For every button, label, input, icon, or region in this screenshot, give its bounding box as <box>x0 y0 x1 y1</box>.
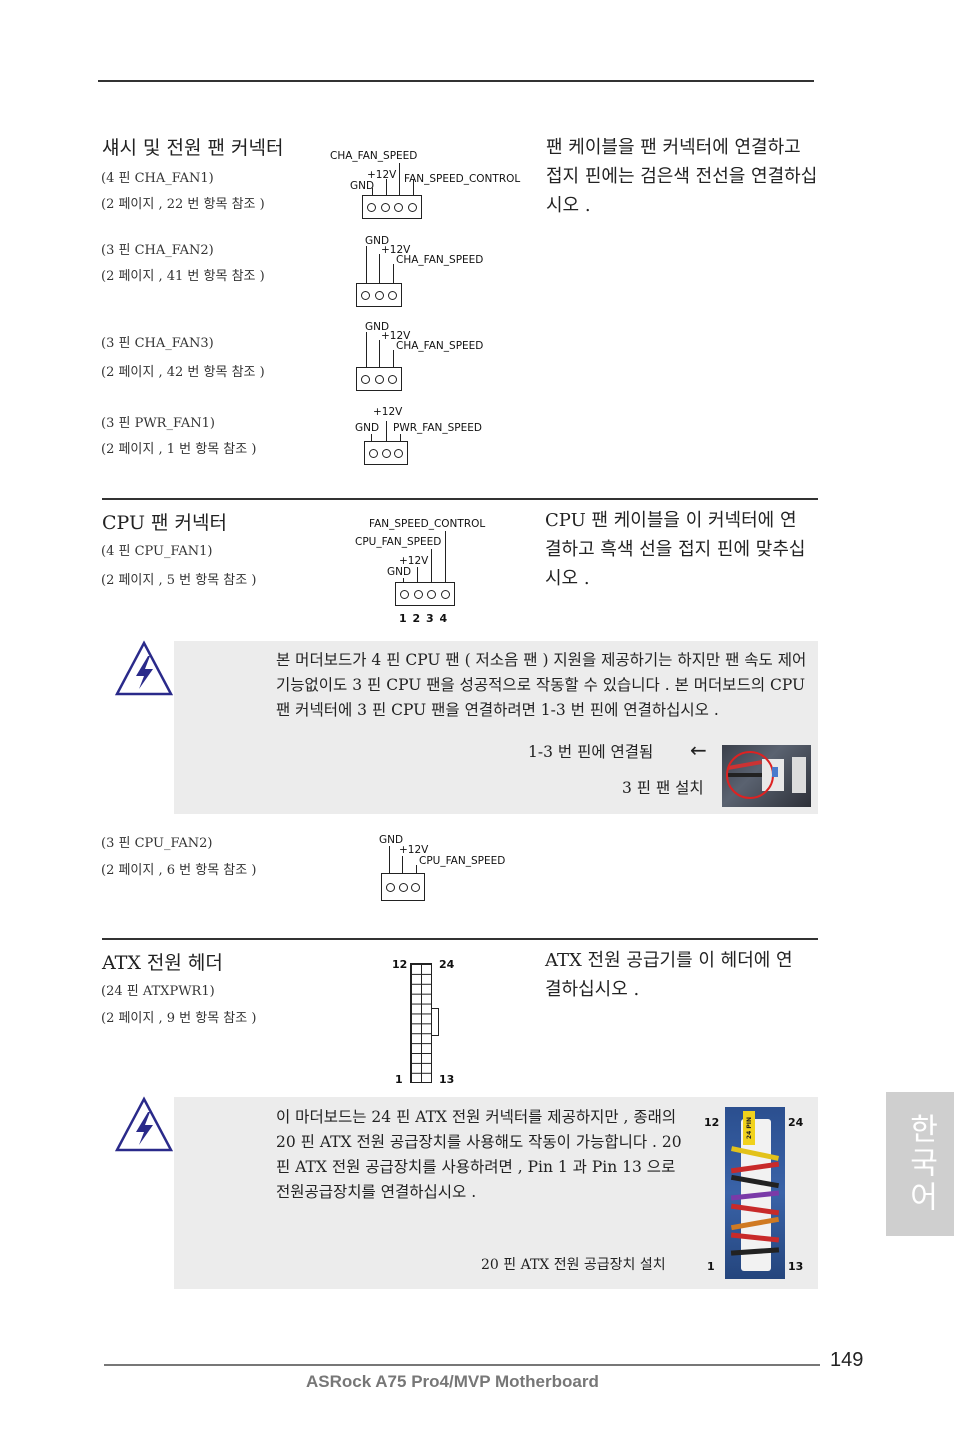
atx-pin24-label: 24 <box>439 958 455 971</box>
arrow-left-icon: ← <box>690 738 707 762</box>
pwr-fan1-connector <box>364 441 408 465</box>
cpu-fan2-name: (3 핀 CPU_FAN2) <box>101 836 213 851</box>
cpu-description: CPU 팬 케이블을 이 커넥터에 연결하고 흑색 선을 접지 핀에 맞추십시오… <box>545 510 806 589</box>
pwr-fan1-12v-label: +12V <box>373 406 403 418</box>
atx-power-ref: (2 페이지 , 9 번 항목 참조 ) <box>101 1011 257 1026</box>
cpu-fan-note <box>174 641 818 814</box>
cpu-fan2-speed-label: CPU_FAN_SPEED <box>419 855 506 867</box>
photo-pin13-label: 13 <box>788 1260 804 1273</box>
photo-pin12-label: 12 <box>704 1116 720 1129</box>
cpu-fan1-name: (4 핀 CPU_FAN1) <box>101 544 213 559</box>
atx-power-name: (24 핀 ATXPWR1) <box>101 984 215 999</box>
chassis-fan-title: 섀시 및 전원 팬 커넥터 <box>102 137 284 159</box>
page-number: 149 <box>830 1349 864 1371</box>
cha-fan2-connector <box>356 283 402 307</box>
atx-connector <box>410 963 432 1083</box>
language-label: 한국어 <box>903 1113 938 1215</box>
three-pin-fan-photo <box>722 745 811 807</box>
cpu-fan2-12v-label: +12V <box>399 844 429 856</box>
atx-section-rule <box>102 938 818 940</box>
cpu-fan-note-text: 본 머더보드가 4 핀 CPU 팬 ( 저소음 팬 ) 지원을 제공하기는 하지… <box>276 651 807 719</box>
cpu-fan2-connector <box>381 873 425 901</box>
cha-fan1-speed-label: CHA_FAN_SPEED <box>330 150 418 162</box>
cha-fan3-name: (3 핀 CHA_FAN3) <box>101 336 214 351</box>
top-rule <box>98 80 814 82</box>
atx-note-caption: 20 핀 ATX 전원 공급장치 설치 <box>481 1257 666 1273</box>
language-side-tab: 한국어 <box>886 1092 954 1236</box>
cha-fan2-name: (3 핀 CHA_FAN2) <box>101 243 214 258</box>
connect-pins-label: 1-3 번 핀에 연결됨 <box>528 743 654 761</box>
pwr-fan1-gnd-label: GND <box>355 422 380 434</box>
cha-fan1-control-label: FAN_SPEED_CONTROL <box>404 173 521 185</box>
cha-fan3-speed-label: CHA_FAN_SPEED <box>396 340 484 352</box>
atx-pin1-label: 1 <box>395 1073 403 1086</box>
atx-note-text: 이 마더보드는 24 핀 ATX 전원 커넥터를 제공하지만 , 종래의 20 … <box>276 1108 682 1201</box>
photo-pin1-label: 1 <box>707 1260 715 1273</box>
cha-fan1-connector <box>362 195 422 219</box>
cpu-section-rule <box>102 498 818 500</box>
cpu-fan1-gnd-label: GND <box>387 566 412 578</box>
atx-description: ATX 전원 공급기를 이 헤더에 연결하십시오 . <box>545 950 793 1000</box>
cha-fan3-ref: (2 페이지 , 42 번 항목 참조 ) <box>101 365 265 380</box>
three-pin-fan-label: 3 핀 팬 설치 <box>622 779 704 797</box>
atx-pin12-label: 12 <box>392 958 408 971</box>
cpu-fan1-speed-label: CPU_FAN_SPEED <box>355 536 442 548</box>
atx-power-title: ATX 전원 헤더 <box>102 952 223 974</box>
cha-fan2-ref: (2 페이지 , 41 번 항목 참조 ) <box>101 269 265 284</box>
cha-fan1-ref: (2 페이지 , 22 번 항목 참조 ) <box>101 197 265 212</box>
atx-20pin-photo: 24 PIN <box>725 1107 785 1279</box>
cha-fan1-gnd-label: GND <box>350 180 375 192</box>
cha-fan3-12v-label: +12V <box>381 330 411 342</box>
warning-icon <box>114 640 174 696</box>
pwr-fan1-speed-label: PWR_FAN_SPEED <box>393 422 482 434</box>
footer-product-name: ASRock A75 Pro4/MVP Motherboard <box>306 1372 599 1391</box>
cha-fan3-connector <box>356 367 402 391</box>
cpu-fan1-ref: (2 페이지 , 5 번 항목 참조 ) <box>101 573 257 588</box>
cpu-fan2-ref: (2 페이지 , 6 번 항목 참조 ) <box>101 863 257 878</box>
atx-24pin-badge: 24 PIN <box>743 1111 755 1145</box>
cpu-fan1-control-label: FAN_SPEED_CONTROL <box>369 518 486 530</box>
cpu-fan1-pin-numbers: 1 2 3 4 <box>399 612 449 625</box>
atx-note <box>174 1097 818 1289</box>
cha-fan2-speed-label: CHA_FAN_SPEED <box>396 254 484 266</box>
photo-pin24-label: 24 <box>788 1116 804 1129</box>
chassis-description: 팬 케이블을 팬 커넥터에 연결하고 접지 핀에는 검은색 전선을 연결하십시오… <box>546 137 818 216</box>
cha-fan2-12v-label: +12V <box>381 244 411 256</box>
atx-pin13-label: 13 <box>439 1073 455 1086</box>
pwr-fan1-ref: (2 페이지 , 1 번 항목 참조 ) <box>101 442 257 457</box>
warning-icon <box>114 1096 174 1152</box>
cha-fan1-name: (4 핀 CHA_FAN1) <box>101 171 214 186</box>
cha-fan3-gnd-label: GND <box>365 321 390 333</box>
footer-rule <box>104 1364 820 1366</box>
cpu-fan1-12v-label: +12V <box>399 555 429 567</box>
cha-fan1-12v-label: +12V <box>367 169 397 181</box>
cpu-fan2-gnd-label: GND <box>379 834 404 846</box>
pwr-fan1-name: (3 핀 PWR_FAN1) <box>101 416 215 431</box>
cpu-fan-title: CPU 팬 커넥터 <box>102 512 227 534</box>
cpu-fan1-connector <box>395 582 455 606</box>
cha-fan2-gnd-label: GND <box>365 235 390 247</box>
